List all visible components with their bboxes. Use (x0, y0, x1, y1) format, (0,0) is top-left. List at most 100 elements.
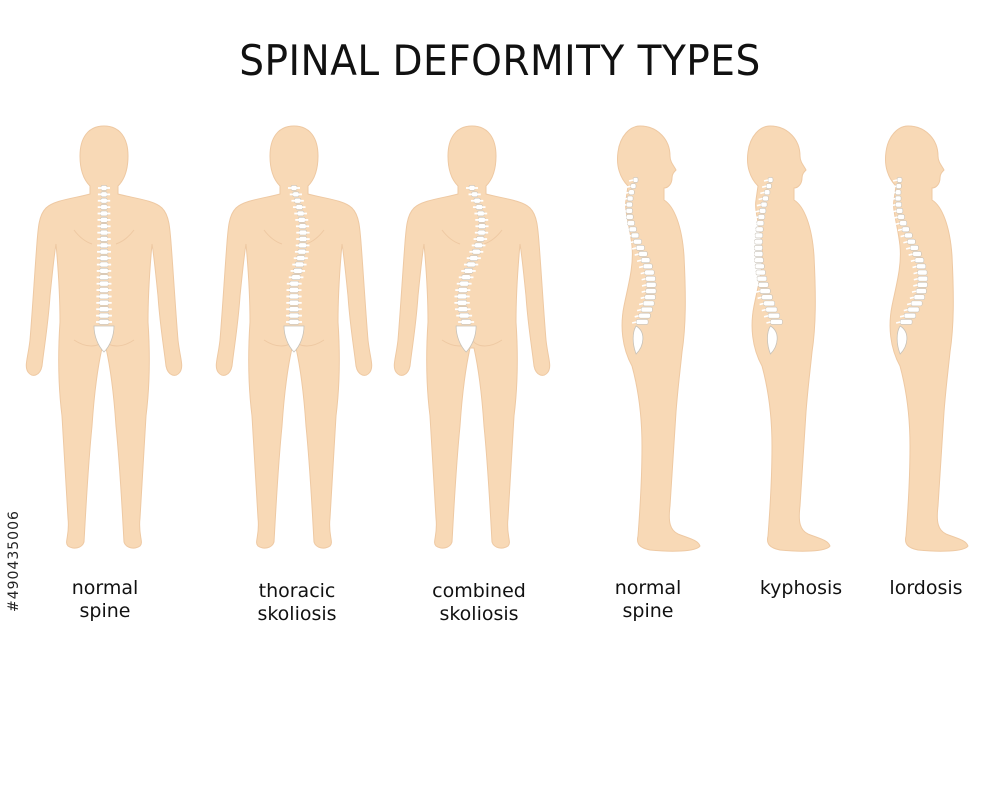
vertebra (764, 189, 771, 196)
vertebra-process (750, 259, 755, 263)
vertebra (917, 269, 928, 276)
vertebra-process (906, 302, 912, 306)
vertebra-process (753, 216, 759, 219)
vertebra (644, 294, 656, 301)
caption-normal-spine-back: normal spine (35, 577, 175, 623)
vertebra (754, 263, 765, 270)
vertebra-process (895, 321, 901, 324)
vertebra-process (634, 253, 639, 256)
vertebra (628, 189, 635, 196)
vertebra (759, 207, 767, 214)
vertebra (753, 245, 763, 251)
shoulder-blade-line (483, 229, 503, 245)
sacrum (896, 325, 908, 355)
vertebra (901, 226, 910, 233)
caption-line: spine (79, 600, 131, 622)
caption-thoracic-skoliosis: thoracic skoliosis (227, 580, 367, 626)
vertebra (909, 245, 919, 251)
vertebra (627, 220, 635, 226)
vertebra-process (624, 228, 630, 232)
vertebra-process (641, 278, 646, 281)
vertebra (640, 257, 651, 263)
caption-line: thoracic (258, 580, 336, 602)
vertebra-process (761, 308, 766, 312)
vertebra-process (640, 271, 645, 275)
caption-lordosis: lordosis (856, 577, 996, 600)
vertebra (754, 257, 764, 263)
caption-line: kyphosis (759, 577, 843, 599)
vertebra-process (641, 284, 647, 287)
body-silhouette (747, 125, 831, 552)
spine (621, 177, 657, 355)
vertebra-process (636, 259, 642, 263)
caption-combined-skoliosis: combined skoliosis (409, 580, 549, 626)
vertebra (767, 312, 781, 319)
vertebra-process (895, 222, 900, 225)
spine (93, 185, 115, 353)
vertebra-process (750, 253, 755, 256)
vertebra-process (631, 247, 637, 250)
vertebra-process (892, 210, 897, 213)
vertebra (904, 232, 913, 239)
vertebra (642, 263, 653, 270)
vertebra (761, 294, 773, 301)
vertebra (770, 319, 783, 325)
page-title: SPINAL DEFORMITY TYPES (239, 36, 761, 85)
vertebra-process (641, 290, 646, 293)
sacrum (455, 325, 477, 353)
vertebra-process (759, 302, 764, 306)
caption-line: combined (432, 580, 526, 602)
vertebra-process (911, 290, 917, 293)
vertebra (756, 275, 768, 282)
vertebra-process (763, 179, 769, 182)
vertebra-process (903, 240, 908, 244)
vertebra (628, 226, 637, 233)
stock-id-text: #490435006 (6, 510, 22, 612)
vertebra-process (623, 222, 628, 225)
vertebra (640, 306, 653, 313)
vertebra (899, 220, 908, 226)
vertebra (630, 183, 637, 189)
vertebra (635, 245, 645, 251)
vertebra-process (756, 203, 762, 207)
vertebra-process (751, 228, 756, 232)
vertebra-process (757, 296, 762, 300)
vertebra-process (905, 247, 911, 250)
vertebra (916, 263, 927, 270)
vertebra (633, 238, 642, 245)
vertebra (757, 214, 766, 220)
vertebra (757, 282, 769, 288)
caption-kyphosis: kyphosis (731, 577, 871, 600)
vertebra-process (622, 197, 628, 201)
body-silhouette (885, 125, 969, 552)
vertebra (754, 238, 763, 245)
vertebra (644, 269, 655, 276)
figure-back-view (25, 125, 183, 549)
vertebra (626, 214, 634, 220)
vertebra (632, 177, 639, 183)
vertebra (896, 177, 903, 183)
vertebra (914, 257, 925, 263)
vertebra (765, 306, 778, 313)
figure-side-view (885, 125, 969, 552)
vertebra-process (893, 216, 898, 219)
vertebra-process (899, 315, 905, 318)
vertebra-process (626, 185, 631, 188)
spine (283, 185, 310, 353)
vertebra (642, 300, 655, 307)
vertebra-process (634, 315, 639, 318)
vertebra-process (755, 210, 760, 213)
vertebra (910, 300, 923, 307)
figures-canvas (25, 125, 969, 552)
vertebra-process (903, 308, 908, 312)
vertebra (638, 312, 651, 319)
vertebra (913, 294, 925, 301)
shoulder-blade-line (441, 229, 461, 245)
vertebra-process (900, 234, 905, 238)
caption-line: skoliosis (257, 603, 337, 625)
sacrum (767, 325, 778, 355)
caption-line: spine (622, 600, 674, 622)
shoulder-blade-line (305, 229, 325, 245)
vertebra (635, 319, 649, 325)
vertebra (625, 201, 633, 208)
